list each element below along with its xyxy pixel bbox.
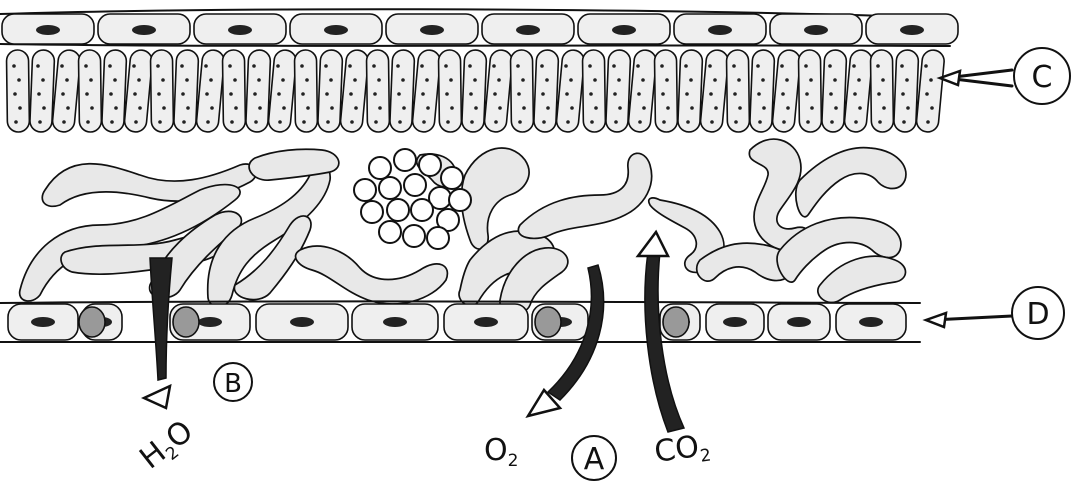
cell-nucleus xyxy=(804,25,828,35)
cell-nucleus xyxy=(36,25,60,35)
palisade-cell xyxy=(628,49,657,133)
cell-nucleus xyxy=(290,317,314,327)
palisade-cell xyxy=(556,49,585,133)
palisade-cell xyxy=(606,50,631,133)
palisade-cell xyxy=(678,50,703,133)
palisade-cell xyxy=(30,50,55,133)
vessel-cell xyxy=(411,199,433,221)
cell-nucleus xyxy=(198,317,222,327)
cell-nucleus xyxy=(900,25,924,35)
cell-nucleus xyxy=(787,317,811,327)
palisade-cell xyxy=(246,50,271,133)
vessel-cell xyxy=(361,201,383,223)
vessel-cell xyxy=(379,221,401,243)
palisade-cell xyxy=(870,50,893,132)
cell-nucleus xyxy=(723,317,747,327)
svg-text:H2O: H2O xyxy=(133,414,201,479)
upper-epidermis xyxy=(0,9,958,46)
palisade-cell xyxy=(438,50,461,132)
label-d: D xyxy=(1026,297,1049,332)
cell-nucleus xyxy=(516,25,540,35)
palisade-cell xyxy=(750,50,775,133)
vessel-cell xyxy=(427,227,449,249)
cell-nucleus xyxy=(228,25,252,35)
label-c: C xyxy=(1032,60,1053,95)
palisade-cell xyxy=(340,49,369,133)
palisade-cell xyxy=(844,49,873,133)
cell-nucleus xyxy=(474,317,498,327)
palisade-cell xyxy=(726,50,749,132)
vessel-cell xyxy=(419,154,441,176)
label-a: A xyxy=(584,442,605,477)
palisade-cell xyxy=(366,50,389,132)
cell-nucleus xyxy=(420,25,444,35)
vessel-cell xyxy=(404,174,426,196)
cell-nucleus xyxy=(859,317,883,327)
palisade-cell xyxy=(798,50,821,132)
vessel-cell xyxy=(369,157,391,179)
palisade-cell xyxy=(390,50,415,133)
oxygen-label: O2 xyxy=(484,433,518,471)
water-vapour-arrow xyxy=(144,258,172,408)
palisade-cell xyxy=(150,50,173,132)
palisade-cell xyxy=(916,49,945,133)
cell-nucleus xyxy=(383,317,407,327)
palisade-cell xyxy=(654,50,677,132)
svg-text:O2: O2 xyxy=(484,433,518,471)
palisade-cell xyxy=(700,49,729,133)
label-b: B xyxy=(224,369,242,399)
guard-cell xyxy=(663,307,689,337)
vessel-cell xyxy=(354,179,376,201)
guard-cell xyxy=(79,307,105,337)
palisade-cell xyxy=(102,50,127,133)
vessel-cell xyxy=(379,177,401,199)
palisade-cell xyxy=(222,50,245,132)
palisade-cell xyxy=(268,49,297,133)
vessel-cell xyxy=(403,225,425,247)
cell-nucleus xyxy=(612,25,636,35)
guard-cell xyxy=(173,307,199,337)
vessel-cell xyxy=(441,167,463,189)
palisade-cell xyxy=(78,50,101,132)
palisade-cell xyxy=(6,50,29,132)
cell-nucleus xyxy=(708,25,732,35)
vessel-cell xyxy=(394,149,416,171)
palisade-cell xyxy=(318,50,343,133)
carbon-dioxide-label: CO2 xyxy=(652,428,712,473)
palisade-cell xyxy=(124,49,153,133)
palisade-cell xyxy=(772,49,801,133)
svg-text:CO2: CO2 xyxy=(652,428,712,473)
cell-nucleus xyxy=(31,317,55,327)
water-label: H2O xyxy=(133,414,201,479)
lower-epidermis xyxy=(0,301,920,342)
palisade-cell xyxy=(52,49,81,133)
vessel-cell xyxy=(387,199,409,221)
palisade-cell xyxy=(462,50,487,133)
palisade-cell xyxy=(582,50,605,132)
cell-nucleus xyxy=(324,25,348,35)
palisade-cell xyxy=(510,50,533,132)
palisade-cell xyxy=(484,49,513,133)
guard-cell xyxy=(535,307,561,337)
palisade-cell xyxy=(196,49,225,133)
vessel-cell xyxy=(449,189,471,211)
palisade-cell xyxy=(294,50,317,132)
palisade-cell xyxy=(822,50,847,133)
palisade-cell xyxy=(174,50,199,133)
palisade-cell xyxy=(412,49,441,133)
palisade-cell xyxy=(894,50,919,133)
cell-nucleus xyxy=(132,25,156,35)
palisade-layer xyxy=(6,49,945,133)
palisade-cell xyxy=(534,50,559,133)
